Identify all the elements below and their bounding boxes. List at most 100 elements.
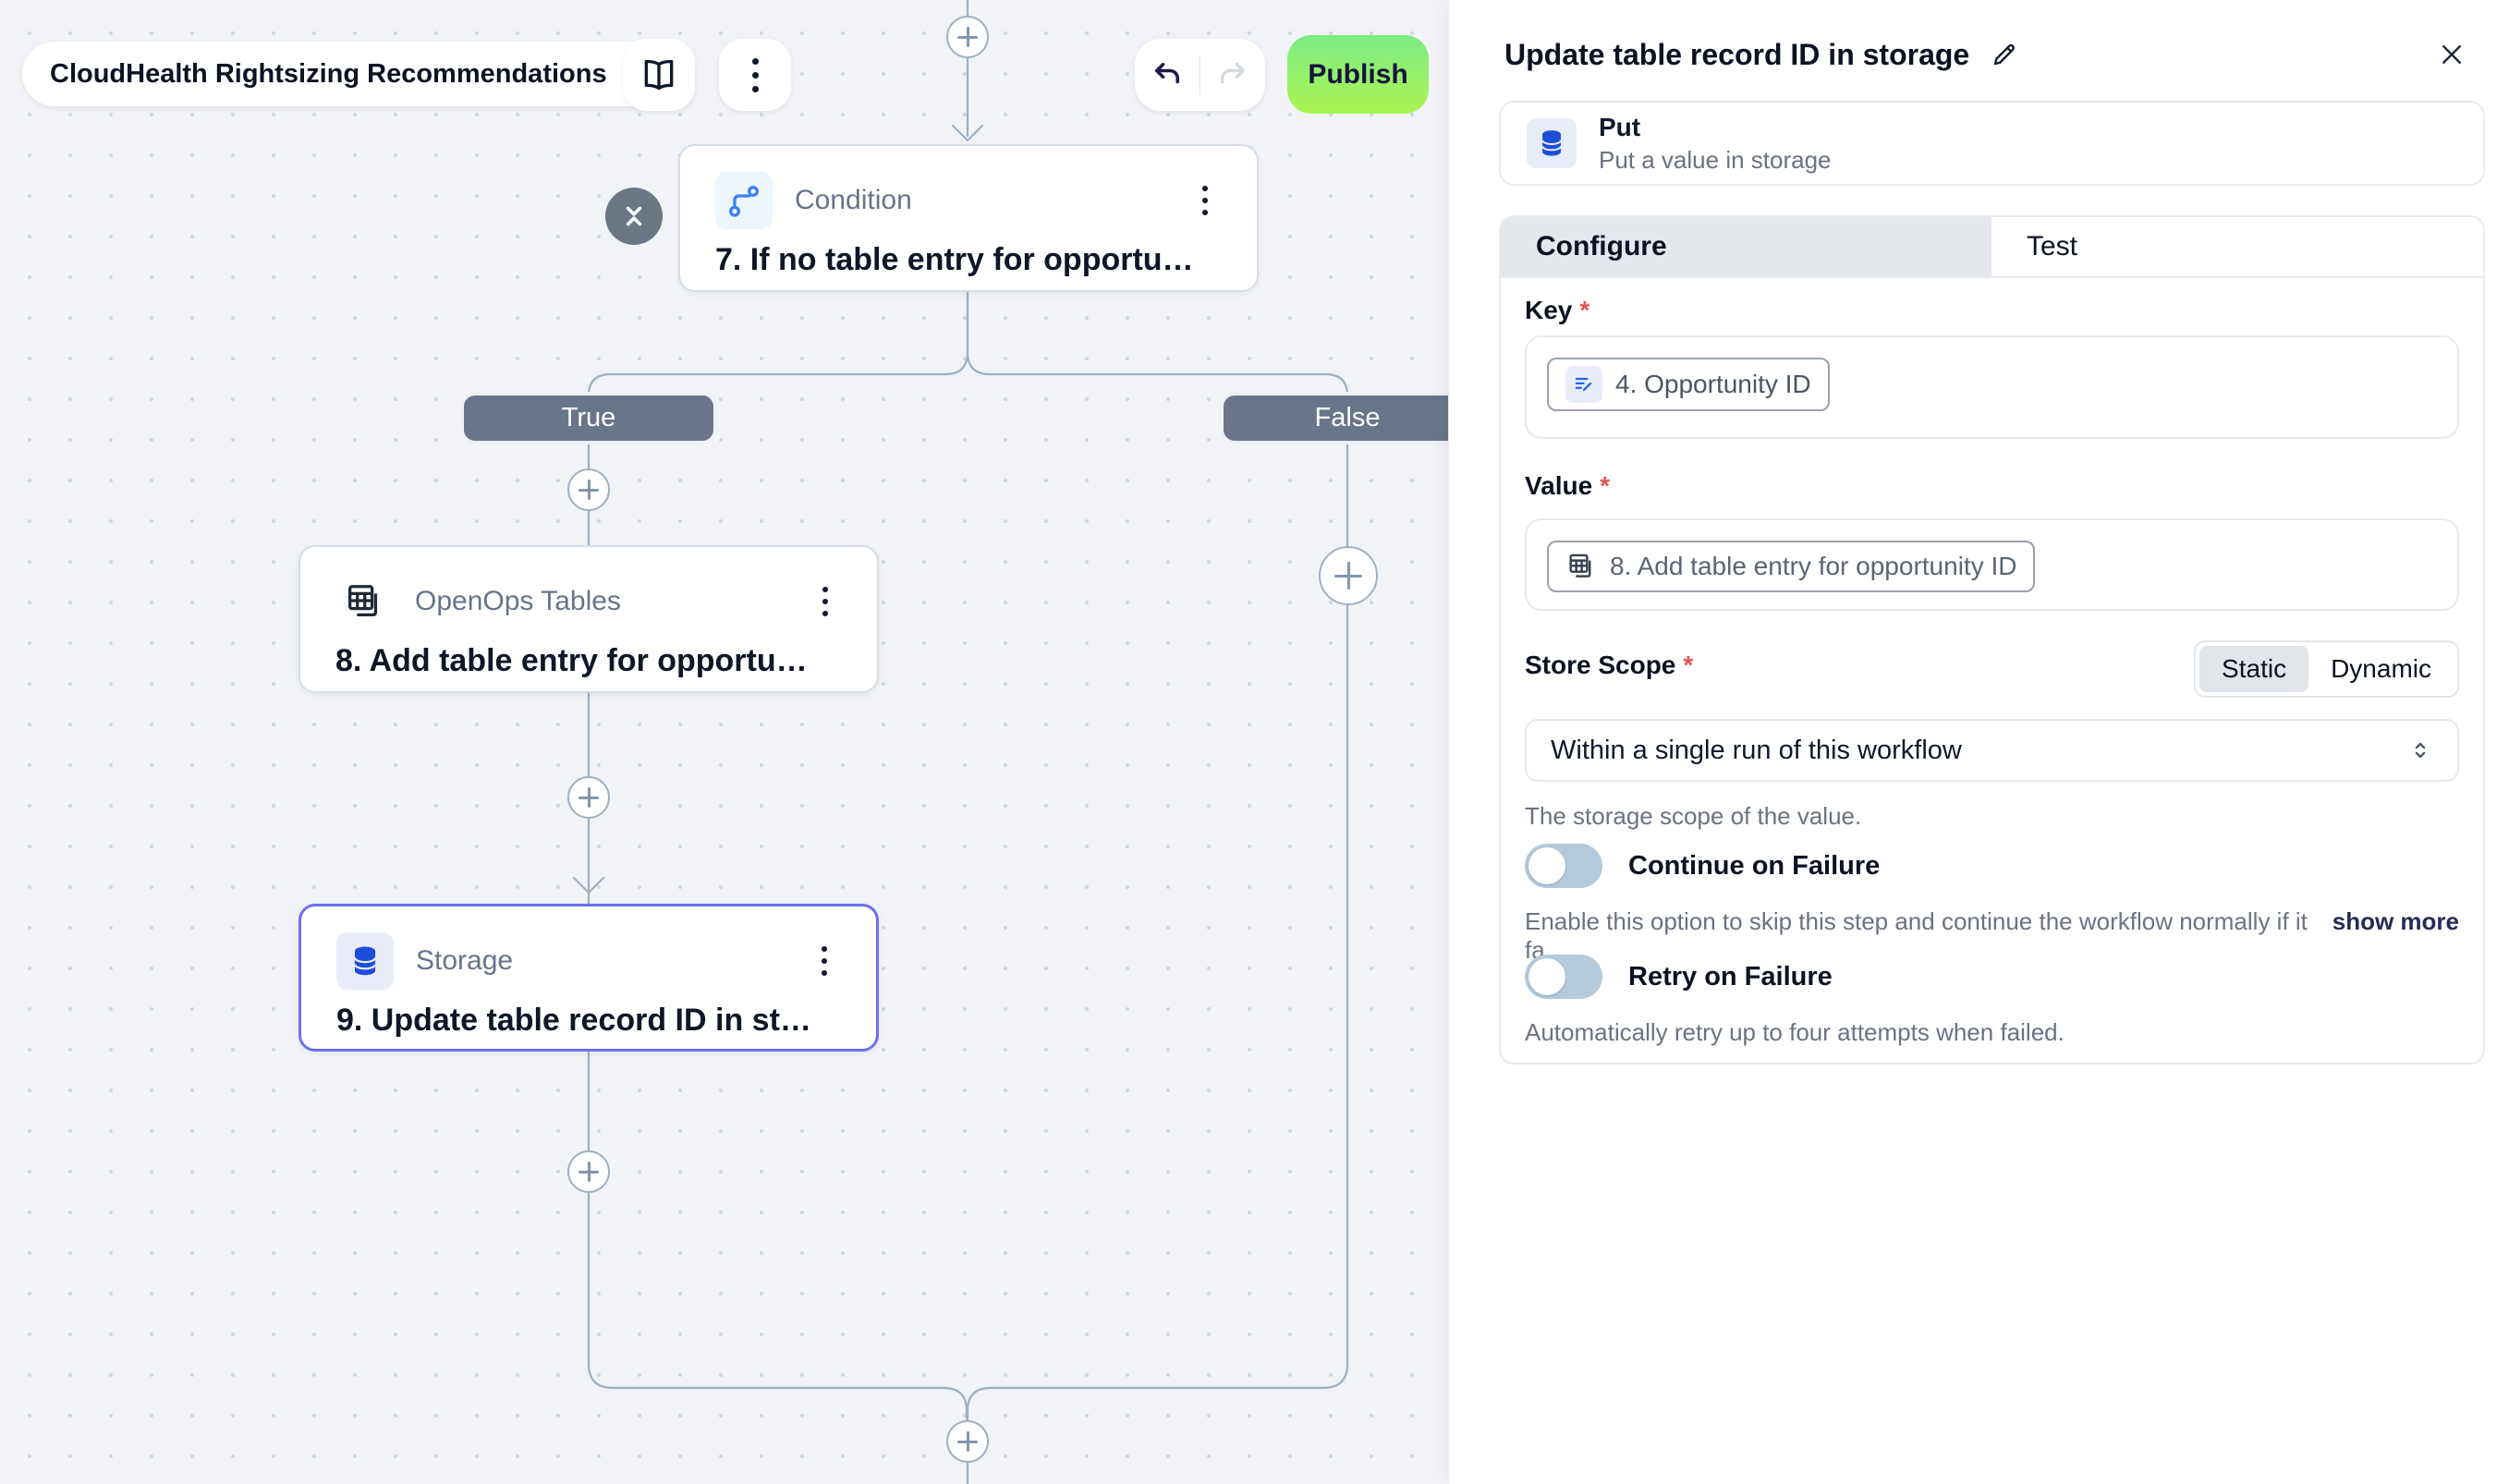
retry-on-failure-helper: Automatically retry up to four attempts … [1525,1018,2065,1046]
collapse-branches-button[interactable] [605,188,663,245]
key-field-label: Key* [1525,296,1590,325]
node-condition-header: Condition [715,172,1224,229]
value-chip-text: 8. Add table entry for opportunity ID [1610,552,2017,580]
tables-icon [348,585,378,617]
toggle-knob [1529,958,1565,995]
store-scope-label-text: Store Scope [1525,651,1676,679]
retry-on-failure-toggle[interactable] [1525,955,1602,999]
branch-label-true-text: True [561,403,616,432]
tab-configure[interactable]: Configure [1501,217,1992,276]
node-storage-type: Storage [416,945,514,976]
node-condition-type: Condition [795,185,912,215]
retry-on-failure-row: Retry on Failure [1525,955,2459,999]
store-scope-select[interactable]: Within a single run of this workflow [1525,719,2459,782]
database-icon [353,946,377,976]
node-tables-title: 8. Add table entry for opportu… [335,643,808,678]
flow-canvas[interactable]: True False Condition [0,0,1448,1484]
add-step-button-bottom[interactable] [946,1420,989,1463]
panel-title: Update table record ID in storage [1504,37,1970,71]
book-open-icon [644,59,674,91]
step-config-panel: Update table record ID in storage [1448,0,2497,1484]
condition-icon-tile [715,172,773,229]
config-card: Configure Test Key* [1499,215,2485,1064]
plus-icon [957,1431,978,1452]
node-storage-title: 9. Update table record ID in st… [336,1003,811,1038]
value-label-text: Value [1525,471,1593,500]
rename-step-button[interactable] [1990,40,2019,69]
node-storage-header: Storage [336,932,843,990]
key-chip-text: 4. Opportunity ID [1615,370,1811,398]
store-scope-label: Store Scope* [1525,651,1693,680]
plus-icon [579,1162,599,1182]
action-title: Put [1599,112,1641,141]
history-divider [1199,55,1201,95]
tab-bar: Configure Test [1501,217,2483,278]
flow-name-dropdown[interactable]: CloudHealth Rightsizing Recommendations [22,42,679,106]
kebab-icon [751,57,759,92]
action-summary-card: Put Put a value in storage [1499,101,2485,186]
node-tables-type: OpenOps Tables [415,586,621,616]
close-panel-button[interactable] [2432,35,2471,74]
key-label-text: Key [1525,296,1573,324]
flow-edges [572,0,1349,1484]
branch-label-true: True [460,392,717,444]
node-tables[interactable]: OpenOps Tables 8. Add table entry for op… [298,545,879,693]
plus-icon [579,787,599,808]
plus-icon [957,27,978,47]
pencil-icon [1994,43,2016,66]
continue-on-failure-row: Continue on Failure [1525,844,2459,888]
docs-button[interactable] [623,39,695,111]
store-scope-helper: The storage scope of the value. [1525,802,1862,830]
node-condition[interactable]: Condition 7. If no table entry for oppor… [678,144,1259,292]
node-condition-title: 7. If no table entry for opportu… [715,242,1194,277]
continue-on-failure-label: Continue on Failure [1628,850,1881,881]
continue-on-failure-toggle[interactable] [1525,844,1602,888]
show-more-link[interactable]: show more [2332,907,2459,935]
tab-test[interactable]: Test [1992,217,2483,276]
step-variable-icon-tile [1565,366,1602,403]
undo-icon [1154,62,1179,84]
toggle-knob [1529,847,1565,884]
node-tables-header: OpenOps Tables [335,573,844,630]
add-step-button-true-2[interactable] [567,776,610,819]
required-asterisk: * [1579,296,1590,324]
node-tables-menu-button[interactable] [807,579,844,624]
key-value-chip[interactable]: 4. Opportunity ID [1547,358,1830,411]
required-asterisk: * [1600,471,1611,500]
flow-options-button[interactable] [719,39,791,111]
action-icon-tile [1527,118,1577,168]
key-input[interactable]: 4. Opportunity ID [1525,335,2459,439]
retry-on-failure-label: Retry on Failure [1628,961,1833,991]
redo-button[interactable] [1200,39,1265,111]
dynamic-option[interactable]: Dynamic [2331,654,2431,683]
text-edit-icon [1575,377,1592,392]
continue-on-failure-helper: Enable this option to skip this step and… [1525,907,2308,964]
node-condition-menu-button[interactable] [1187,178,1224,223]
required-asterisk: * [1683,651,1694,679]
redo-icon [1221,62,1246,84]
add-step-button-true-3[interactable] [567,1150,610,1193]
node-storage[interactable]: Storage 9. Update table record ID in st… [298,904,879,1052]
add-step-button-top[interactable] [946,16,989,58]
tables-icon [1569,553,1591,578]
value-input[interactable]: 8. Add table entry for opportunity ID [1525,518,2459,611]
plus-icon [1334,562,1362,590]
flow-name: CloudHealth Rightsizing Recommendations [50,58,607,89]
select-caret-icon [2407,737,2433,763]
store-scope-selected-value: Within a single run of this workflow [1551,735,1962,765]
undo-button[interactable] [1135,39,1200,111]
storage-icon-tile [336,932,394,990]
node-storage-menu-button[interactable] [806,939,843,983]
value-chip[interactable]: 8. Add table entry for opportunity ID [1547,541,2036,592]
static-option[interactable]: Static [2199,646,2309,692]
add-step-button-false[interactable] [1319,546,1378,605]
publish-button[interactable]: Publish [1287,35,1429,114]
branch-label-false: False [1220,392,1448,444]
branch-icon [729,186,759,217]
add-step-button-true-1[interactable] [567,468,610,511]
continue-on-failure-helper-row: Enable this option to skip this step and… [1525,907,2459,965]
action-texts: Put Put a value in storage [1599,113,1832,175]
history-controls [1135,39,1265,111]
plus-icon [579,480,599,500]
